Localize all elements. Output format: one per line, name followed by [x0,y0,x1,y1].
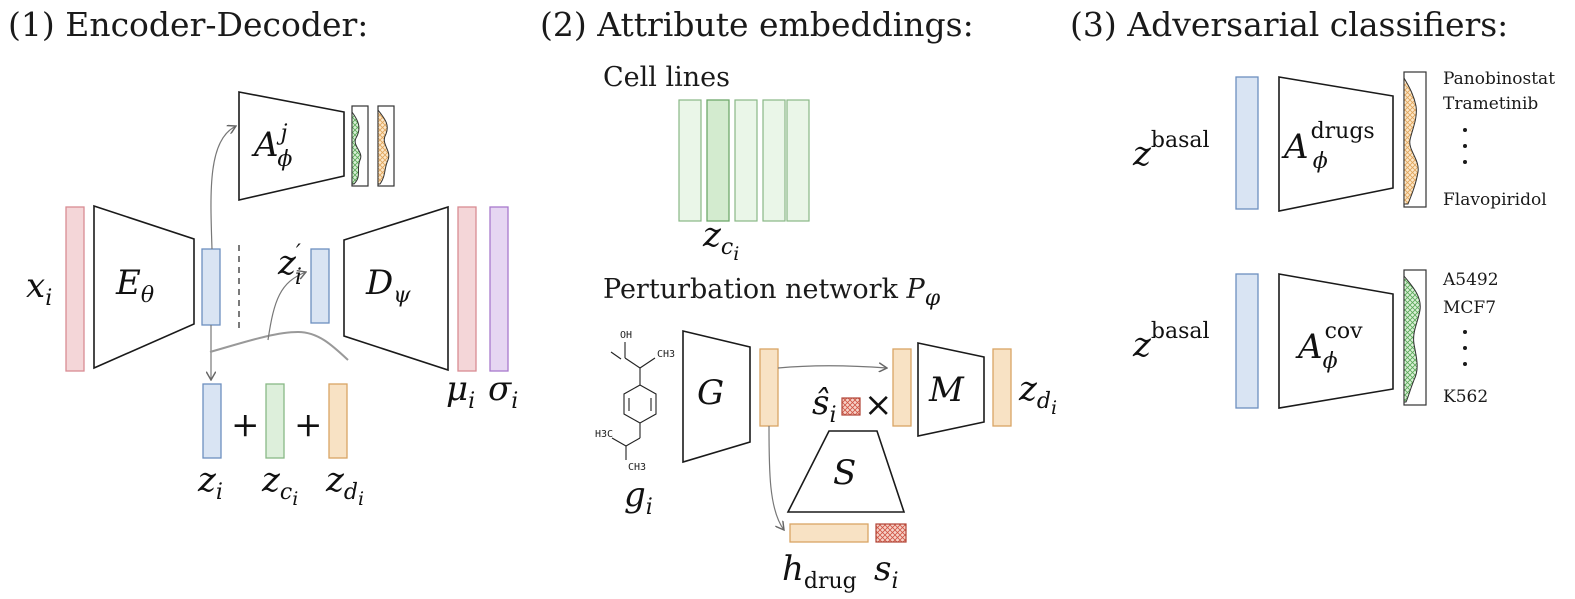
m-network-trapezoid [917,342,985,437]
chem-oh: OH [620,330,632,341]
drug-classifier-trapezoid [1278,76,1394,212]
zprime-bar [310,248,330,324]
zc-label: zci [702,215,739,265]
cell-embedding-2 [706,99,730,222]
arrow-to-adversary [210,126,236,250]
zi-bar [202,383,222,459]
latent-bar [201,248,221,326]
zdi-label: zdi [325,460,364,510]
adversary-trapezoid [238,91,345,202]
density-curve-green [351,110,362,185]
zci-bar [265,383,285,459]
z-basal-bar-1 [1235,76,1259,210]
g-output-bar [759,348,779,427]
m-network-label: M [928,370,965,410]
encoder-trapezoid [93,204,195,370]
chem-ch3-bottom: CH3 [628,462,646,473]
cell-embedding-1 [678,99,702,222]
s-network-trapezoid [786,430,906,513]
h-drug-bar [789,523,869,543]
zd-label: zdi [1018,369,1057,419]
decoder-label: Dψ [365,263,411,308]
sigma-label: σi [488,369,518,414]
plus-2: + [294,405,323,445]
z-basal-label-1: zbasal [1132,128,1210,174]
s-box [875,523,907,543]
chem-h3c: H3C [595,429,613,440]
drug-label-3: Flavopiridol [1443,190,1547,210]
cell-embedding-5 [786,99,810,222]
zd-output-bar [992,348,1012,427]
cell-line-embeddings [678,99,810,222]
cell-lines-heading: Cell lines [603,62,730,93]
cell-label-1: A5492 [1442,270,1499,290]
cell-embedding-3 [734,99,758,222]
cell-label-3: K562 [1443,387,1488,407]
h-drug-label: hdrug [782,549,857,594]
cell-embedding-4 [762,99,786,222]
s-label: si [874,549,899,594]
combine-curve [209,330,349,361]
times-sign: × [864,385,893,425]
section2-title: (2) Attribute embeddings: [540,5,974,44]
section1-title: (1) Encoder-Decoder: [8,5,368,44]
cell-label-2: MCF7 [1443,298,1496,318]
s-network-label: S [833,453,856,493]
drug-molecule [610,342,657,460]
drug-ellipsis [1463,128,1467,164]
s-hat-box [841,397,861,416]
cov-density-curve [1403,274,1421,403]
density-curve-orange [377,108,390,185]
zi-label: zi [197,460,223,505]
x-input-bar [65,206,85,372]
arrow-to-m [777,366,887,368]
x-input-label: xi [26,266,52,311]
cov-classifier-trapezoid [1278,273,1394,409]
drug-label-1: Panobinostat [1443,69,1555,89]
chem-ch3-top: CH3 [657,349,675,360]
g-label: gi [624,475,653,520]
zdi-bar [328,383,348,459]
arrow-to-zprime [267,272,306,341]
decoder-trapezoid [343,205,449,372]
z-basal-label-2: zbasal [1132,319,1210,365]
arrow-to-hdrug [768,425,784,530]
z-basal-bar-2 [1235,273,1259,409]
plus-1: + [231,405,260,445]
mu-bar [457,206,477,372]
zprime-label: z′i [277,241,302,290]
drug-density-curve [1403,76,1419,205]
cell-ellipsis [1463,330,1467,366]
g-network-label: G [697,373,724,413]
perturbation-heading: Perturbation network Pφ [603,274,941,311]
encoder-label: Eθ [115,263,154,308]
zci-label: zci [261,460,298,510]
section3-title: (3) Adversarial classifiers: [1070,5,1508,44]
sigma-bar [489,206,509,372]
g-network-trapezoid [682,329,751,464]
s-hat-label: ŝi [812,383,837,428]
drug-label-2: Trametinib [1443,94,1538,114]
mu-label: μi [446,369,475,414]
m-input-bar [892,348,912,427]
